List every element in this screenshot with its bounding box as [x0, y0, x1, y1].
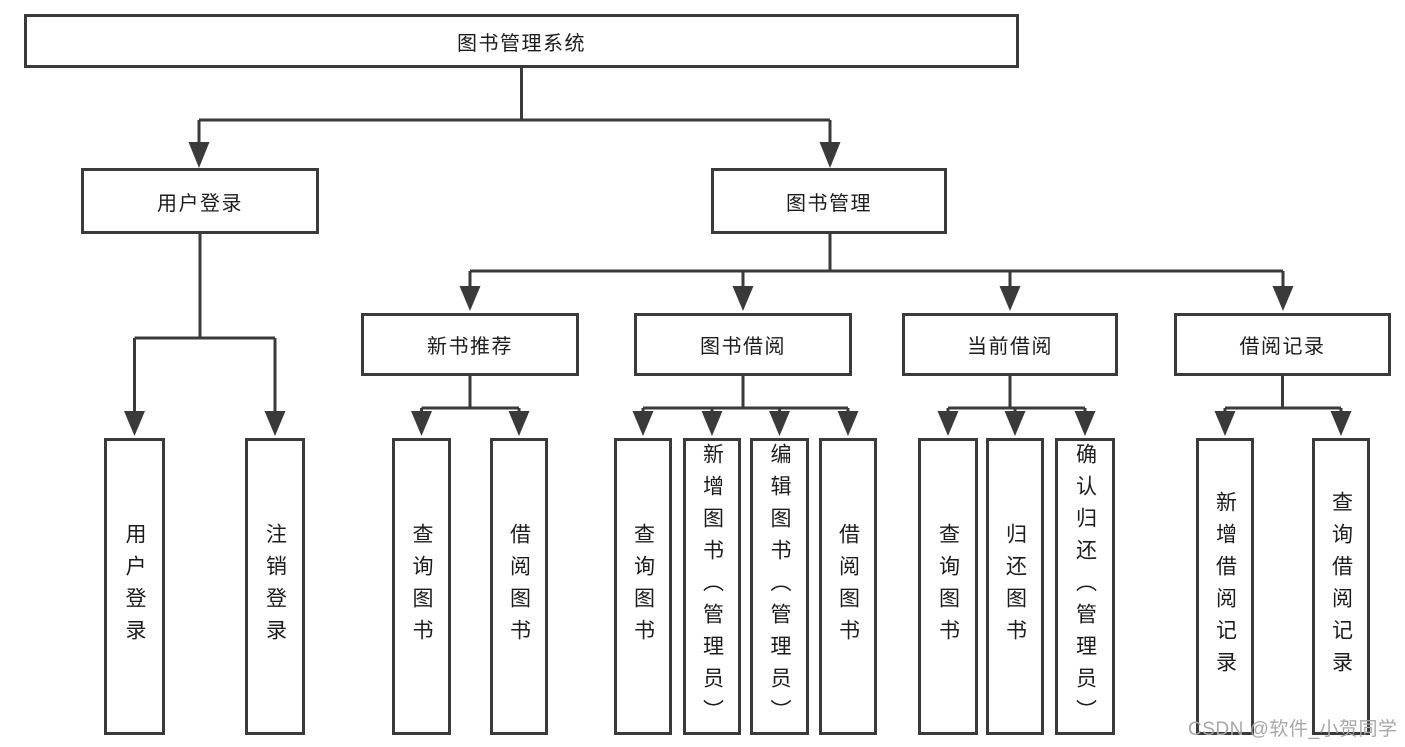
connector-user-login-children — [124, 234, 286, 436]
leaf-logout-label: 注销登录 — [263, 522, 287, 651]
node-new-books-label: 新书推荐 — [427, 336, 513, 358]
connector-current-borrow-children — [937, 376, 1096, 436]
node-book-borrow-label: 图书借阅 — [700, 336, 786, 358]
connector-borrow-records-children — [1214, 376, 1352, 436]
leaf-current-confirm-return-admin: 确认归还（管理员） — [1055, 438, 1115, 735]
leaf-current-return-books-label: 归还图书 — [1003, 522, 1027, 651]
node-borrow-records-label: 借阅记录 — [1239, 336, 1326, 358]
leaf-current-return-books: 归还图书 — [986, 438, 1044, 735]
leaf-logout: 注销登录 — [245, 438, 305, 735]
leaf-records-add-record: 新增借阅记录 — [1196, 438, 1254, 735]
leaf-borrow-add-books-admin: 新增图书（管理员） — [683, 438, 741, 735]
leaf-borrow-edit-books-admin: 编辑图书（管理员） — [750, 438, 809, 735]
node-book-mgmt: 图书管理 — [711, 168, 947, 234]
node-current-borrow: 当前借阅 — [902, 313, 1118, 376]
node-user-login-label: 用户登录 — [157, 192, 243, 215]
leaf-borrow-query-books-label: 查询图书 — [631, 522, 655, 651]
watermark: CSDN @软件_小贺同学 — [1188, 719, 1398, 740]
leaf-recommend-query-books: 查询图书 — [392, 438, 451, 735]
connector-book-mgmt-to-level3 — [459, 234, 1294, 311]
leaf-borrow-add-books-admin-label: 新增图书（管理员） — [700, 442, 724, 731]
node-new-books: 新书推荐 — [361, 313, 579, 376]
leaf-records-query-record: 查询借阅记录 — [1312, 438, 1370, 735]
node-borrow-records: 借阅记录 — [1174, 313, 1391, 376]
leaf-borrow-query-books: 查询图书 — [614, 438, 672, 735]
node-current-borrow-label: 当前借阅 — [967, 336, 1053, 358]
leaf-current-query-books-label: 查询图书 — [936, 522, 960, 651]
node-root: 图书管理系统 — [24, 14, 1019, 68]
leaf-records-add-record-label: 新增借阅记录 — [1213, 490, 1237, 683]
node-user-login: 用户登录 — [81, 168, 319, 234]
connector-new-books-children — [411, 376, 530, 436]
node-root-label: 图书管理系统 — [457, 32, 586, 55]
node-book-mgmt-label: 图书管理 — [786, 192, 872, 215]
leaf-borrow-borrow-books: 借阅图书 — [819, 438, 877, 735]
leaf-user-login-label: 用户登录 — [123, 522, 146, 651]
leaf-recommend-query-books-label: 查询图书 — [410, 522, 433, 651]
leaf-current-query-books: 查询图书 — [918, 438, 978, 735]
leaf-borrow-borrow-books-label: 借阅图书 — [836, 522, 860, 651]
connector-book-borrow-children — [632, 376, 859, 436]
leaf-records-query-record-label: 查询借阅记录 — [1329, 490, 1353, 683]
leaf-recommend-borrow-books-label: 借阅图书 — [507, 522, 531, 651]
leaf-current-confirm-return-admin-label: 确认归还（管理员） — [1073, 442, 1097, 731]
node-book-borrow: 图书借阅 — [634, 313, 852, 376]
connector-root-to-level2 — [188, 68, 841, 168]
leaf-borrow-edit-books-admin-label: 编辑图书（管理员） — [768, 442, 791, 731]
leaf-recommend-borrow-books: 借阅图书 — [490, 438, 548, 735]
leaf-user-login: 用户登录 — [104, 438, 165, 735]
